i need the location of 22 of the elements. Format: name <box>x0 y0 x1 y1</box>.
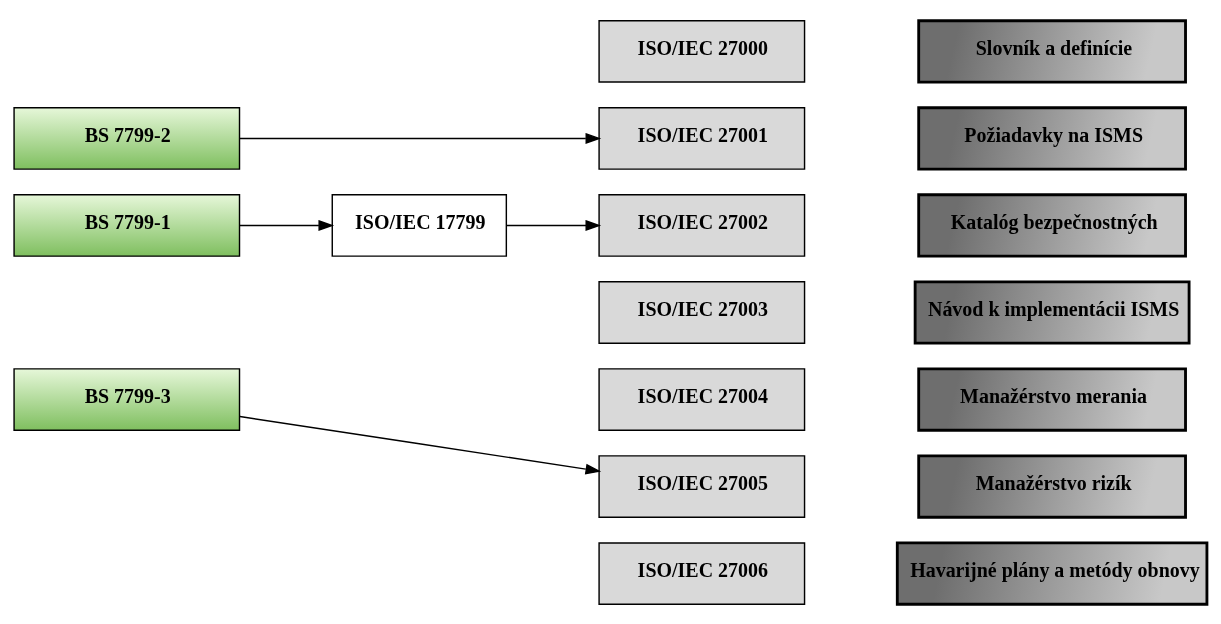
node-box: BS 7799-3 <box>13 367 241 431</box>
arrow <box>239 132 602 144</box>
node-box: Slovník a definície <box>917 18 1187 83</box>
node-box: ISO/IEC 27004 <box>598 367 806 431</box>
node-box: Havarijné plány a metódy obnovy <box>895 541 1209 606</box>
node-box: ISO/IEC 27006 <box>598 541 806 605</box>
node-box: ISO/IEC 27003 <box>598 280 806 344</box>
node-box: ISO/IEC 27000 <box>598 19 806 83</box>
arrow <box>505 219 602 231</box>
node-box: BS 7799-2 <box>13 106 241 170</box>
node-box: Manažérstvo merania <box>917 366 1187 432</box>
node-box: ISO/IEC 27001 <box>598 106 806 170</box>
node-box: ISO/IEC 27005 <box>598 454 806 518</box>
node-box: Návod k implementácii ISMS <box>913 279 1191 345</box>
arrow <box>239 415 602 475</box>
arrow <box>239 219 335 231</box>
node-box: ISO/IEC 17799 <box>331 193 508 257</box>
node-box: Manažérstvo rizík <box>917 453 1187 519</box>
node-box: Požiadavky na ISMS <box>917 105 1187 171</box>
node-box: Katalóg bezpečnostných <box>917 192 1187 258</box>
node-box: BS 7799-1 <box>13 193 241 257</box>
node-box: ISO/IEC 27002 <box>598 193 806 257</box>
